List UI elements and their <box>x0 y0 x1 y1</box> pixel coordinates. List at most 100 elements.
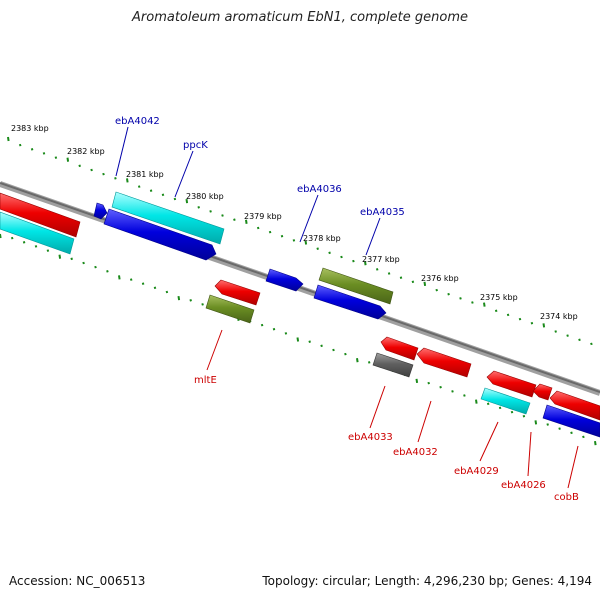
scale-tick <box>185 198 189 204</box>
scale-label: 2376 kbp <box>421 274 459 283</box>
gene-ebA4035-upper[interactable] <box>318 267 394 305</box>
scale-tick <box>94 265 97 269</box>
gene-label-ebA4033[interactable]: ebA4033 <box>348 432 393 443</box>
scale-tick <box>566 334 569 337</box>
gene-ebA4026[interactable] <box>532 383 553 401</box>
scale-tick <box>415 378 419 384</box>
gene-ebA4033-red[interactable] <box>380 336 419 361</box>
scale-tick <box>498 406 502 410</box>
scale-tick <box>102 172 105 176</box>
scale-tick <box>439 385 442 389</box>
scale-tick <box>463 394 466 397</box>
gene-ebA4036[interactable] <box>265 268 304 292</box>
scale-tick <box>352 259 355 263</box>
gene-cobB-blue[interactable] <box>542 404 600 438</box>
scale-tick <box>506 313 510 317</box>
gene-mltE-red[interactable] <box>214 279 261 306</box>
gene-ppcK-upper[interactable] <box>111 191 225 245</box>
gene-ebA4032[interactable] <box>416 347 472 378</box>
scale-tick <box>471 301 474 304</box>
scale-tick <box>328 251 331 255</box>
scale-tick <box>522 414 526 418</box>
scale-tick <box>304 240 308 245</box>
scale-tick <box>459 297 462 300</box>
reverse-genes <box>205 279 600 438</box>
scale-tick <box>554 330 557 333</box>
scale-tick <box>399 276 403 279</box>
scale-tick <box>141 282 145 285</box>
scale-tick <box>34 245 38 248</box>
label-connector <box>527 431 532 477</box>
scale-tick <box>197 206 200 209</box>
gene-label-ebA4032[interactable]: ebA4032 <box>393 447 438 458</box>
label-connector <box>365 217 381 256</box>
scale-label: 2382 kbp <box>67 147 105 156</box>
scale-tick <box>486 402 490 406</box>
scale-tick <box>268 230 272 234</box>
scale-tick <box>82 261 85 265</box>
scale-tick <box>129 278 133 281</box>
scale-tick <box>546 423 549 426</box>
gene-left-red[interactable] <box>0 192 81 238</box>
scale-tick <box>411 280 415 284</box>
gene-left-cyan[interactable] <box>0 211 75 255</box>
top-gene-labels: ebA4042 ppcK ebA4036 ebA4035 <box>115 116 405 256</box>
scale-labels: 2383 kbp 2382 kbp 2381 kbp 2380 kbp 2379… <box>11 124 578 321</box>
scale-tick <box>494 309 498 313</box>
scale-tick <box>594 440 597 446</box>
gene-ppcK-lower[interactable] <box>103 208 217 261</box>
scale-tick <box>46 249 50 252</box>
scale-tick <box>364 261 367 266</box>
scale-label: 2383 kbp <box>11 124 49 133</box>
scale-tick <box>66 157 70 162</box>
bottom-gene-labels: mltE ebA4033 ebA4032 ebA4029 ebA4026 cob… <box>194 329 579 503</box>
scale-tick <box>114 177 117 180</box>
accession-text: Accession: NC_006513 <box>9 574 146 588</box>
scale-tick <box>78 164 81 168</box>
gene-ebA4029-red[interactable] <box>486 370 537 398</box>
scale-tick <box>177 295 181 301</box>
gene-label-ebA4042[interactable]: ebA4042 <box>115 116 160 127</box>
scale-tick <box>284 332 288 335</box>
label-connector <box>115 126 129 177</box>
gene-label-ebA4029[interactable]: ebA4029 <box>454 466 499 477</box>
scale-tick <box>435 288 438 292</box>
scale-tick <box>292 239 296 242</box>
scale-tick <box>54 156 58 159</box>
gene-ebA4033-gray[interactable] <box>372 352 414 378</box>
scale-tick <box>510 410 514 414</box>
gene-label-ebA4026[interactable]: ebA4026 <box>501 480 546 491</box>
scale-tick <box>367 361 371 364</box>
scale-tick <box>542 323 546 328</box>
gene-label-ebA4036[interactable]: ebA4036 <box>297 184 342 195</box>
label-connector <box>417 400 432 443</box>
scale-tick <box>447 292 450 296</box>
gene-cobB-red[interactable] <box>549 390 600 421</box>
gene-label-cobB[interactable]: cobB <box>554 492 579 503</box>
scale-tick <box>0 233 2 239</box>
gene-label-ebA4035[interactable]: ebA4035 <box>360 207 405 218</box>
gene-ebA4035-lower[interactable] <box>313 284 387 320</box>
gene-mltE-olive[interactable] <box>205 294 255 324</box>
scale-tick <box>272 327 276 331</box>
scale-tick <box>165 290 169 294</box>
genome-summary-text: Topology: circular; Length: 4,296,230 bp… <box>262 574 592 588</box>
gene-label-ppcK[interactable]: ppcK <box>183 140 208 151</box>
label-connector <box>567 445 579 489</box>
scale-label: 2379 kbp <box>244 212 282 221</box>
scale-tick <box>58 254 62 259</box>
gene-ebA4029-cyan[interactable] <box>480 387 531 415</box>
forward-genes <box>0 191 394 320</box>
scale-tick <box>320 344 323 348</box>
scale-tick <box>161 193 165 197</box>
scale-tick <box>316 247 319 250</box>
scale-label: 2380 kbp <box>186 192 224 201</box>
scale-tick <box>106 270 109 273</box>
gene-ebA4042[interactable] <box>93 202 108 220</box>
scale-tick <box>375 268 379 271</box>
gene-label-mltE[interactable]: mltE <box>194 375 217 386</box>
scale-tick <box>126 178 129 183</box>
scale-tick <box>423 281 427 287</box>
scale-tick <box>7 136 10 142</box>
